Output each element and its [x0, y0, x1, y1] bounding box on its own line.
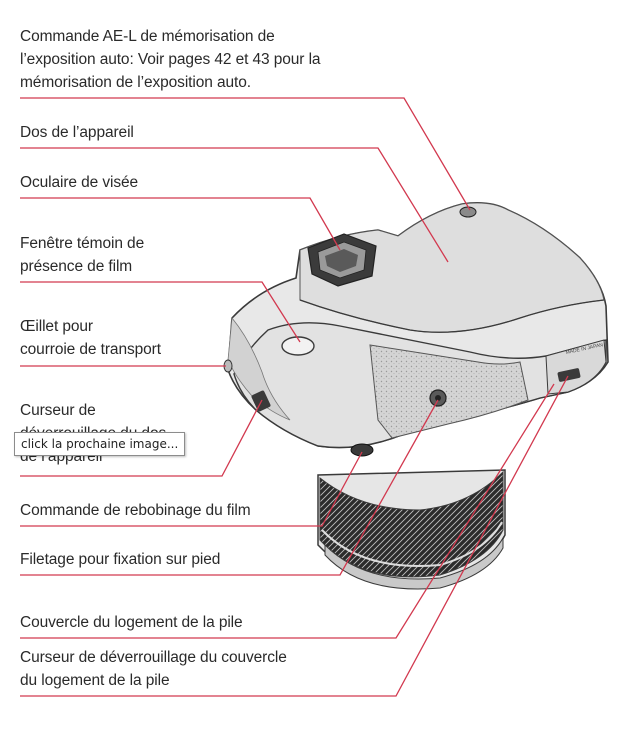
label-back: Dos de l’appareil — [20, 124, 134, 141]
ael-button — [459, 206, 477, 218]
leader-line-ael — [20, 97, 471, 211]
lens — [317, 469, 506, 590]
label-back-release-line1: Curseur de — [20, 402, 96, 419]
label-battery-release-line2: du logement de la pile — [20, 672, 170, 689]
film-window-illustration — [281, 336, 315, 356]
camera-illustration: MADE IN JAPAN — [223, 202, 609, 590]
label-ael-line3: mémorisation de l’exposition auto. — [20, 74, 251, 91]
label-eyelet-line1: Œillet pour — [20, 318, 93, 335]
leader-line-tripod — [20, 399, 439, 576]
label-ael-line1: Commande AE-L de mémorisation de — [20, 28, 275, 45]
next-image-tooltip[interactable]: click la prochaine image... — [14, 432, 186, 456]
leader-line-back — [20, 147, 449, 263]
battery-release-slider — [557, 368, 581, 382]
leader-line-eyepiece — [20, 197, 341, 251]
leader-line-rewind — [20, 451, 363, 527]
label-battery-cover: Couvercle du logement de la pile — [20, 614, 243, 631]
label-eyepiece: Oculaire de visée — [20, 174, 139, 191]
label-ael-line2: l’exposition auto: Voir pages 42 et 43 p… — [20, 51, 321, 68]
label-rewind: Commande de rebobinage du film — [20, 502, 251, 519]
leader-line-film-window — [20, 281, 301, 343]
eyepiece-illustration — [307, 233, 377, 287]
label-eyelet-line2: courroie de transport — [20, 341, 161, 358]
label-film-window-line1: Fenêtre témoin de — [20, 235, 145, 252]
label-tripod: Filetage pour fixation sur pied — [20, 551, 221, 568]
leader-line-battery-cover — [20, 383, 555, 639]
leader-line-back-release — [20, 399, 263, 477]
label-film-window-line2: présence de film — [20, 258, 133, 275]
base-plate — [369, 344, 529, 439]
leader-line-battery-release — [20, 375, 569, 697]
label-battery-release-line1: Curseur de déverrouillage du couvercle — [20, 649, 287, 666]
rewind-button — [350, 443, 374, 457]
